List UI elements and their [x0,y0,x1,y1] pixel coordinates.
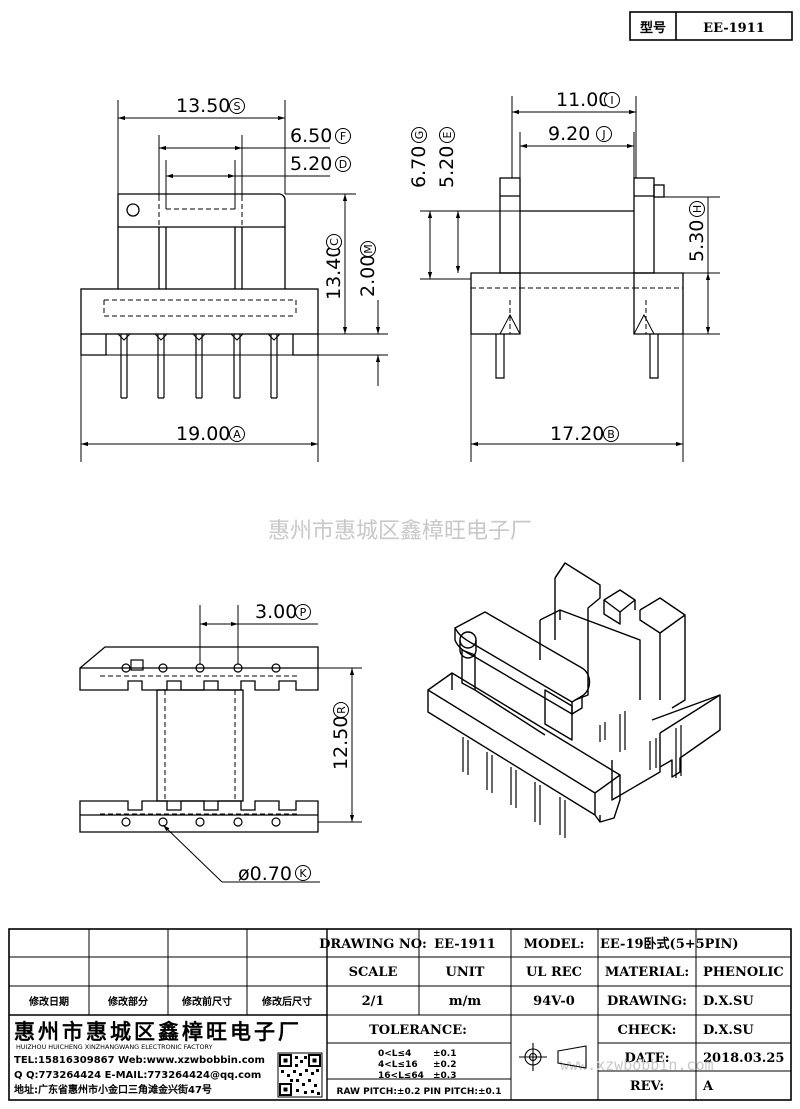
material-label: MATERIAL: [605,965,689,980]
title-block [8,928,792,1101]
header-label: 型号 [640,20,666,36]
rev-col-after: 修改后尺寸 [261,995,312,1008]
dim-height-total: 13.40 [323,246,345,300]
isometric-view [427,562,721,838]
watermark-company: 惠州市惠城区鑫樟旺电子厂 [268,519,532,544]
dim-flange-h3: 5.30 [686,220,708,262]
bottom-view-dims [162,605,362,883]
tol3-val: ±0.3 [433,1071,456,1081]
company-block: 惠州市惠城区鑫樟旺电子厂 HUIZHOU HUICHENG XINZHANGWA… [14,1019,302,1096]
drawing-label: DRAWING: [607,994,687,1009]
dim-flange-h3-code: H [691,205,704,213]
tolerance-label: TOLERANCE: [369,1023,467,1038]
company-name-en: HUIZHOU HUICHENG XINZHANGWANG ELECTRONIC… [16,1043,213,1051]
material-value: PHENOLIC [703,965,784,980]
dim-window-inner: 5.20 [290,153,332,175]
front-view-dim-labels: 13.50 S 6.50 F 5.20 D 13.40 C 2.00 M 19.… [176,95,379,445]
bottom-view [79,646,319,833]
tol3-range: 16<L≤64 [378,1071,424,1081]
rev-label: REV: [630,1079,664,1094]
unit-label: UNIT [446,965,485,980]
dim-top-width: 13.50 [176,95,230,117]
scale-label: SCALE [349,965,398,980]
model-value: EE-19卧式(5+5PIN) [600,936,739,952]
dim-pin-dia-code: K [299,867,307,880]
company-qq: Q Q:773264424 E-MAIL:773264424@qq.com [14,1070,261,1081]
title-block-text: DRAWING NO: EE-1911 MODEL: EE-19卧式(5+5PI… [28,936,784,1097]
date-value: 2018.03.25 [703,1051,784,1066]
dim-side-inner-code: J [601,128,605,141]
tol2-range: 4<L≤16 [378,1060,418,1070]
pitch-note: RAW PITCH:±0.2 PIN PITCH:±0.1 [337,1087,502,1097]
ul-rec-value: 94V-0 [533,994,575,1009]
company-address: 地址:广东省惠州市小金口三角滩金兴街47号 [14,1083,212,1096]
dim-side-inner: 9.20 [548,123,590,145]
check-label: CHECK: [618,1023,677,1038]
header-model: EE-1911 [703,21,765,36]
dim-pin-dia: ø0.70 [238,863,292,885]
ul-rec-label: UL REC [526,965,582,980]
side-view [470,177,684,379]
drawing-by: D.X.SU [703,994,754,1009]
tol1-range: 0<L≤4 [378,1049,411,1059]
date-label: DATE: [624,1051,669,1066]
dim-base-width-code: A [233,428,241,441]
qr-code-icon [277,1052,323,1098]
tol1-val: ±0.1 [433,1049,456,1059]
tol2-val: ±0.2 [433,1060,456,1070]
dim-flange-h1: 6.70 [408,146,430,188]
dim-base-width: 19.00 [176,423,230,445]
rev-col-part: 修改部分 [107,995,148,1008]
dim-pin-pitch: 3.00 [255,601,297,623]
front-view-dims [80,100,388,462]
scale-value: 2/1 [362,994,385,1009]
dim-side-length-code: B [607,428,615,441]
header-model-box: 型号 EE-1911 [629,11,793,41]
dim-side-length: 17.20 [550,423,604,445]
dim-top-width-code: S [234,100,241,113]
dim-window-outer-code: F [340,130,346,143]
dim-flange-h2: 5.20 [436,146,458,188]
dim-row-spacing: 12.50 [330,716,352,770]
dim-window-inner-code: D [339,158,347,171]
rev-col-before: 修改前尺寸 [181,995,232,1008]
dim-height-total-code: C [328,238,341,246]
side-view-dim-labels: 11.00 I 9.20 J 6.70 G 5.20 E 5.30 H 17.2… [408,89,708,445]
side-view-dims [420,96,720,462]
company-name-cn: 惠州市惠城区鑫樟旺电子厂 [14,1019,302,1044]
model-label: MODEL: [524,937,585,952]
dim-window-outer: 6.50 [290,125,332,147]
watermark-url: www.xzwbobbin.com [560,1056,714,1074]
rev-value: A [702,1079,714,1094]
unit-value: m/m [449,994,482,1009]
company-tel: TEL:15816309867 Web:www.xzwbobbin.com [14,1055,265,1066]
dim-pin-standoff: 2.00 [357,255,379,297]
projection-symbol-icon [519,1043,587,1071]
rev-col-date: 修改日期 [28,995,69,1008]
dim-side-span: 11.00 [556,89,610,111]
dim-pin-standoff-code: M [362,244,375,254]
front-view [80,193,319,399]
check-by: D.X.SU [703,1023,754,1038]
dim-side-span-code: I [610,94,613,107]
dim-row-spacing-code: R [335,706,348,714]
bottom-view-dim-labels: 3.00 P 12.50 R ø0.70 K [238,601,352,885]
dim-flange-h1-code: G [413,131,426,140]
drawing-no: EE-1911 [434,937,496,952]
dim-pin-pitch-code: P [300,606,307,619]
dim-flange-h2-code: E [441,131,454,138]
drawing-no-label: DRAWING NO: [319,937,427,952]
